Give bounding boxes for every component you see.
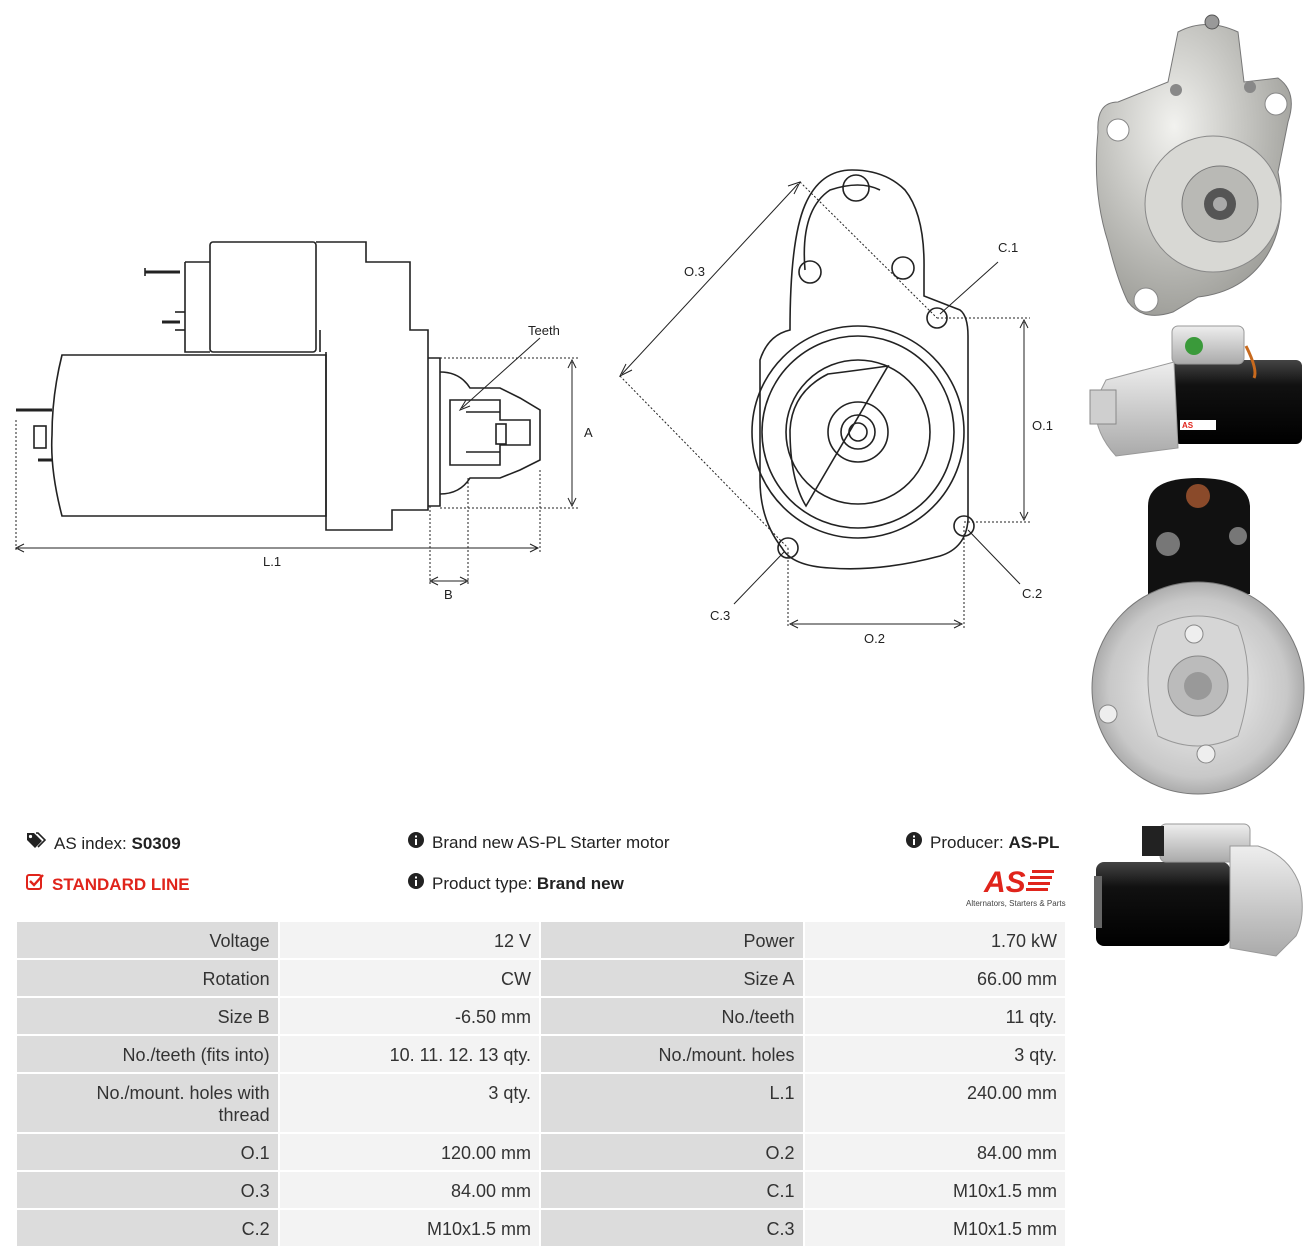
as-pl-logo: AS Alternators, Starters & Parts xyxy=(960,864,1070,908)
spec-label: C.2 xyxy=(15,1208,280,1248)
housing-outer xyxy=(751,325,965,539)
spec-value: CW xyxy=(277,958,542,998)
label-o1: O.1 xyxy=(1032,418,1053,433)
product-photos: AS xyxy=(1084,4,1312,974)
logo-tagline: Alternators, Starters & Parts xyxy=(966,899,1066,908)
description: Brand new AS-PL Starter motor xyxy=(408,832,669,853)
spec-value: 10. 11. 12. 13 qty. xyxy=(277,1034,542,1074)
info-icon xyxy=(408,873,424,894)
spec-label: Size B xyxy=(15,996,280,1036)
spec-label: C.3 xyxy=(539,1208,805,1248)
product-info: AS index: S0309 STANDARD LINE Brand new … xyxy=(0,826,1080,916)
table-row: No./mount. holes with thread 3 qty. L.1 … xyxy=(15,1072,1068,1134)
spec-label: Rotation xyxy=(15,958,280,998)
spec-label: C.1 xyxy=(539,1170,805,1210)
spec-value: M10x1.5 mm xyxy=(802,1208,1068,1248)
table-row: Size B -6.50 mm No./teeth 11 qty. xyxy=(15,996,1068,1036)
standard-line-label: STANDARD LINE xyxy=(52,874,190,894)
spec-value: M10x1.5 mm xyxy=(802,1170,1068,1210)
label-teeth: Teeth xyxy=(528,323,560,338)
product-type-value: Brand new xyxy=(536,873,624,893)
spec-value: 240.00 mm xyxy=(802,1072,1068,1134)
label-b: B xyxy=(444,587,453,602)
table-row: Rotation CW Size A 66.00 mm xyxy=(15,958,1068,998)
producer-value: AS-PL xyxy=(1008,832,1060,852)
producer-label: Producer: xyxy=(930,832,1004,852)
tags-icon xyxy=(26,832,47,855)
spec-value: 120.00 mm xyxy=(277,1132,542,1172)
info-icon xyxy=(906,832,922,853)
spec-value: 12 V xyxy=(277,920,542,960)
checkbox-icon xyxy=(26,873,44,896)
spec-value: 11 qty. xyxy=(802,996,1068,1036)
spec-label: Power xyxy=(539,920,805,960)
as-index-label: AS index: xyxy=(54,833,127,853)
label-o2: O.2 xyxy=(864,631,885,646)
logo-text: AS xyxy=(983,866,1026,899)
spec-value: -6.50 mm xyxy=(277,996,542,1036)
table-row: O.1 120.00 mm O.2 84.00 mm xyxy=(15,1132,1068,1172)
standard-line: STANDARD LINE xyxy=(26,873,190,896)
spec-value: 84.00 mm xyxy=(277,1170,542,1210)
solenoid-body xyxy=(209,241,317,353)
table-row: No./teeth (fits into) 10. 11. 12. 13 qty… xyxy=(15,1034,1068,1074)
description-text: Brand new AS-PL Starter motor xyxy=(432,832,670,852)
product-photo-rear[interactable] xyxy=(1088,476,1310,806)
spec-label: Size A xyxy=(539,958,805,998)
info-icon xyxy=(408,832,424,853)
producer: Producer: AS-PL xyxy=(906,832,1059,853)
table-row: C.2 M10x1.5 mm C.3 M10x1.5 mm xyxy=(15,1208,1068,1248)
product-type-label: Product type: xyxy=(432,873,533,893)
technical-drawing: Teeth A L.1 B O.3 xyxy=(14,169,1053,646)
product-photo-front[interactable] xyxy=(1088,12,1308,330)
spec-value: 3 qty. xyxy=(277,1072,542,1134)
label-c1: C.1 xyxy=(998,240,1018,255)
label-c2: C.2 xyxy=(1022,586,1042,601)
table-row: Voltage 12 V Power 1.70 kW xyxy=(15,920,1068,960)
spec-value: 84.00 mm xyxy=(802,1132,1068,1172)
product-photo-side-2[interactable] xyxy=(1090,816,1310,974)
drawing-svg: Teeth A L.1 B O.3 xyxy=(14,169,1053,646)
as-index: AS index: S0309 xyxy=(26,832,181,855)
pinion-nose xyxy=(439,371,541,495)
svg-text:AS: AS xyxy=(1182,421,1194,430)
label-c3: C.3 xyxy=(710,608,730,623)
mounting-flange xyxy=(759,169,969,570)
label-o3: O.3 xyxy=(684,264,705,279)
spec-label: L.1 xyxy=(539,1072,805,1134)
spec-value: M10x1.5 mm xyxy=(277,1208,542,1248)
spec-value: 66.00 mm xyxy=(802,958,1068,998)
drive-housing xyxy=(316,241,429,531)
spec-label: No./mount. holes xyxy=(539,1034,805,1074)
spec-label: O.3 xyxy=(15,1170,280,1210)
label-l1: L.1 xyxy=(263,554,281,569)
spec-label: O.2 xyxy=(539,1132,805,1172)
spec-label: O.1 xyxy=(15,1132,280,1172)
spec-value: 1.70 kW xyxy=(802,920,1068,960)
as-index-value: S0309 xyxy=(131,833,181,853)
product-photo-side[interactable]: AS xyxy=(1086,320,1310,462)
product-type: Product type: Brand new xyxy=(408,873,624,894)
spec-label: No./teeth (fits into) xyxy=(15,1034,280,1074)
spec-label: No./teeth xyxy=(539,996,805,1036)
spec-label: No./mount. holes with thread xyxy=(15,1072,280,1134)
spec-label: Voltage xyxy=(15,920,280,960)
motor-body xyxy=(50,354,327,517)
specifications-table: Voltage 12 V Power 1.70 kW Rotation CW S… xyxy=(15,920,1068,1248)
spec-value: 3 qty. xyxy=(802,1034,1068,1074)
table-row: O.3 84.00 mm C.1 M10x1.5 mm xyxy=(15,1170,1068,1210)
label-a: A xyxy=(584,425,593,440)
